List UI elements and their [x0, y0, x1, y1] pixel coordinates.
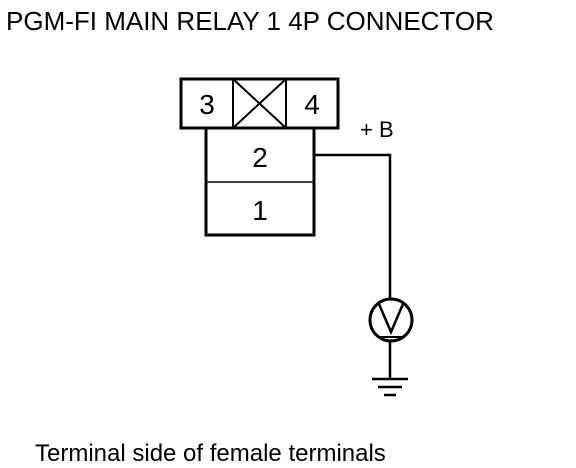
terminal-2-label: 2: [252, 142, 268, 173]
terminal-4-label: 4: [304, 89, 320, 120]
supply-wire: [314, 153, 392, 300]
voltmeter-icon: [368, 297, 414, 343]
x-box-icon: [232, 78, 287, 129]
supply-label: + B: [360, 117, 394, 142]
connector-body: [179, 77, 340, 237]
terminal-3-label: 3: [199, 89, 215, 120]
diagram-caption: Terminal side of female terminals: [35, 440, 386, 467]
diagram-title: PGM-FI MAIN RELAY 1 4P CONNECTOR: [6, 6, 494, 36]
ground-icon: [372, 377, 408, 397]
terminal-1-label: 1: [252, 195, 268, 226]
